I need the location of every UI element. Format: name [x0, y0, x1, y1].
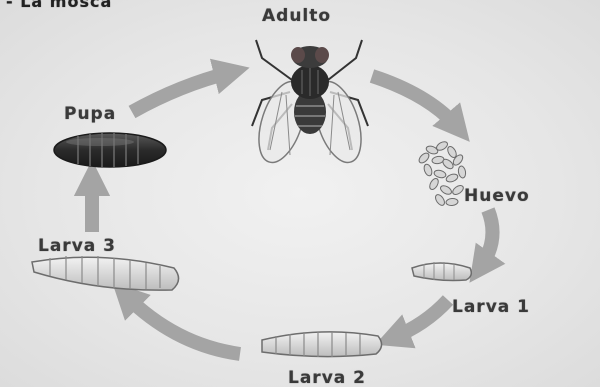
larva1-illustration: [412, 262, 471, 281]
stage-label-adult: Adulto: [262, 6, 331, 26]
stage-label-larva1: Larva 1: [452, 297, 530, 317]
larva3-illustration: [32, 256, 179, 290]
stage-label-larva2: Larva 2: [288, 368, 366, 387]
stage-label-larva3: Larva 3: [38, 236, 116, 256]
larva2-illustration: [262, 332, 382, 357]
egg-cluster-illustration: [417, 140, 466, 207]
adult-fly-illustration: [250, 40, 370, 168]
arrow-adult-to-egg: [372, 76, 458, 128]
pupa-illustration: [54, 133, 166, 167]
stage-label-pupa: Pupa: [64, 104, 116, 124]
arrow-larva1-to-larva2: [392, 300, 448, 338]
arrow-pupa-to-adult: [132, 72, 232, 112]
arrow-egg-to-larva1: [480, 210, 493, 268]
stage-label-egg: Huevo: [464, 186, 530, 206]
top-cropped-title: - La mosca: [6, 0, 112, 11]
arrow-larva2-to-larva3: [125, 295, 240, 354]
